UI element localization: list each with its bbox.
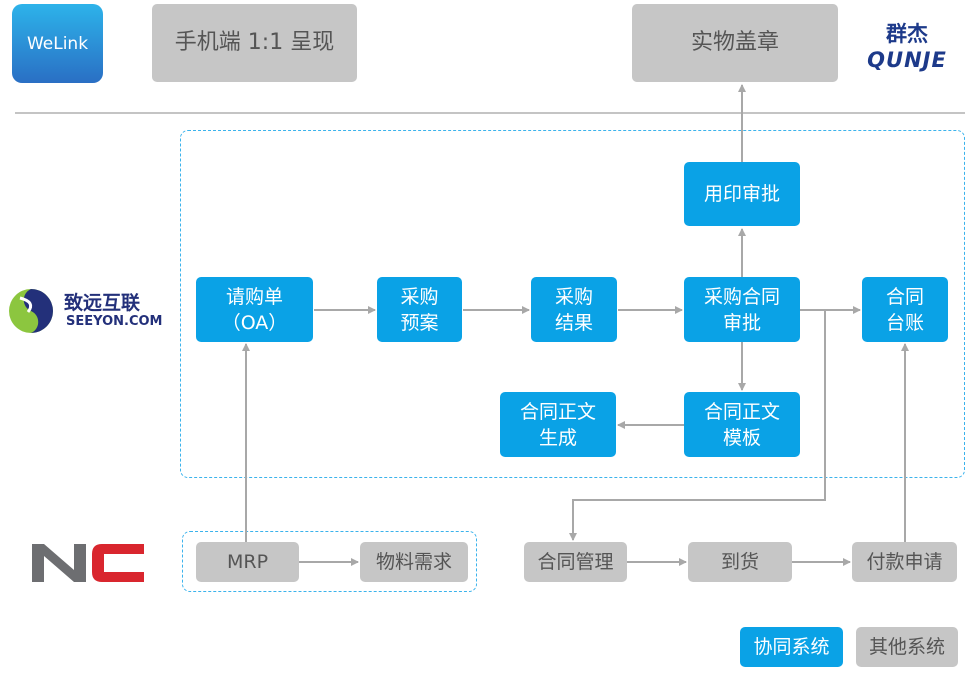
physical-stamp-box: 实物盖章 [632, 4, 838, 82]
contract-generate-box: 合同正文 生成 [500, 392, 616, 457]
divider [15, 112, 965, 114]
legend-collab-system: 协同系统 [740, 627, 843, 667]
procurement-result-box: 采购 结果 [531, 277, 617, 342]
qunje-logo: 群杰 QUNJE [852, 18, 962, 72]
collab-system-container [180, 130, 965, 478]
arrow-approval-to-contract-mgmt [569, 309, 826, 541]
seeyon-logo-en: SEEYON.COM [66, 314, 163, 329]
requisition-box: 请购单 （OA） [196, 277, 313, 342]
procurement-plan-box: 采购 预案 [377, 277, 462, 342]
material-demand-box: 物料需求 [360, 542, 468, 582]
contract-ledger-box: 合同 台账 [862, 277, 948, 342]
seeyon-swirl-icon [9, 289, 53, 333]
mobile-display-box: 手机端 1:1 呈现 [152, 4, 357, 82]
legend-other-system: 其他系统 [856, 627, 958, 667]
contract-approval-box: 采购合同 审批 [684, 277, 800, 342]
arrival-box: 到货 [688, 542, 792, 582]
qunje-logo-en: QUNJE [867, 48, 947, 72]
contract-template-box: 合同正文 模板 [684, 392, 800, 457]
welink-logo-text: WeLink [26, 33, 89, 54]
nc-mrp-container [182, 531, 477, 592]
seeyon-logo-cn: 致远互联 [64, 292, 141, 314]
payment-request-box: 付款申请 [852, 542, 957, 582]
qunje-logo-cn: 群杰 [886, 22, 928, 46]
nc-logo [30, 540, 150, 584]
seal-approval-box: 用印审批 [684, 162, 800, 226]
mrp-box: MRP [196, 542, 299, 582]
seeyon-logo: 致远互联 SEEYON.COM [6, 286, 163, 336]
welink-logo: WeLink [12, 4, 103, 83]
contract-management-box: 合同管理 [524, 542, 627, 582]
